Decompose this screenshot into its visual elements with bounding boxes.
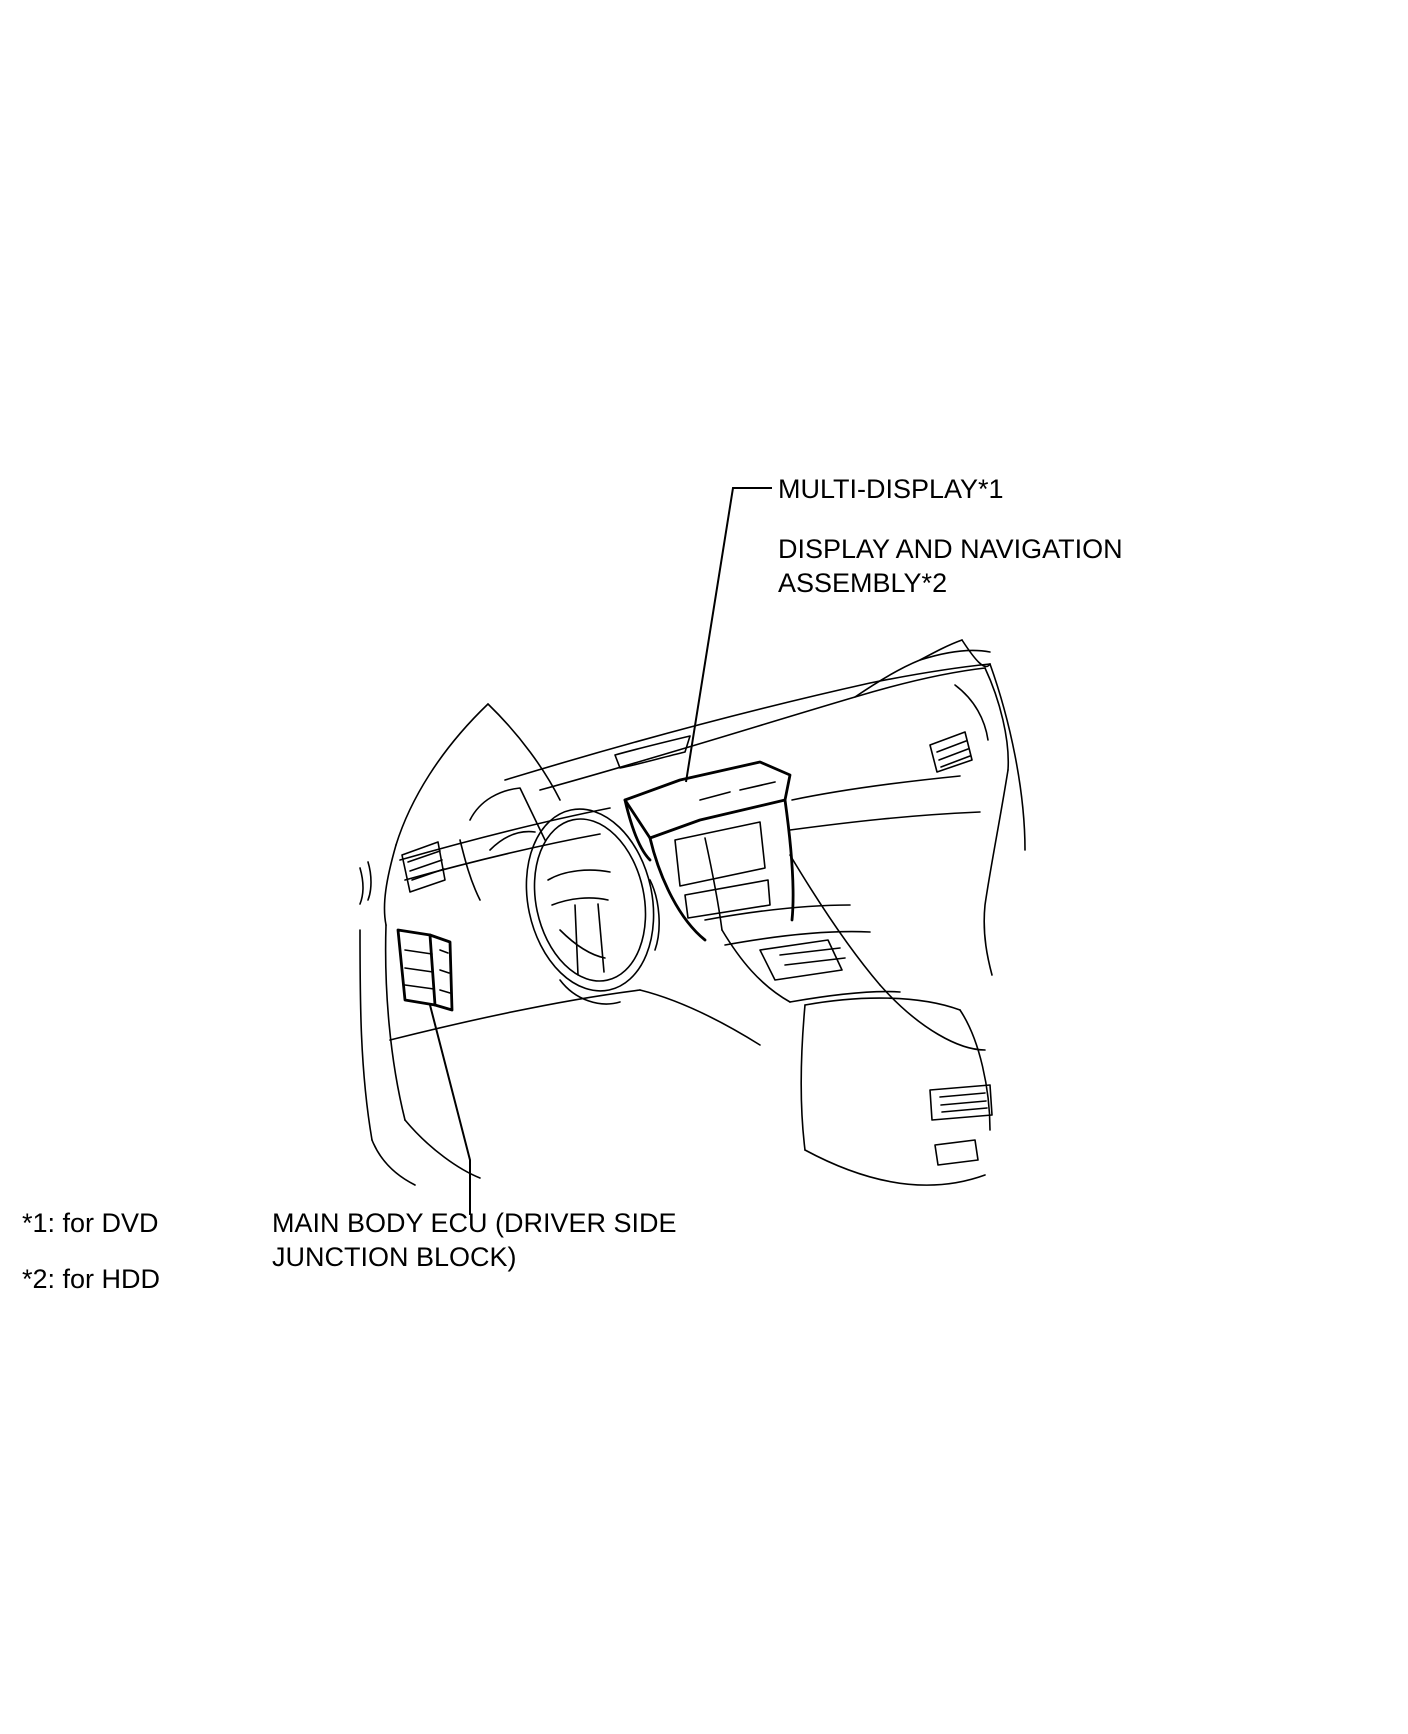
- instrument-cluster: [459, 787, 546, 901]
- footnote-dvd: *1: for DVD: [22, 1208, 159, 1238]
- main-body-ecu-unit: [396, 928, 454, 1012]
- rear-console: [800, 997, 993, 1186]
- callout-display-navigation-line1: DISPLAY AND NAVIGATION: [778, 534, 1123, 564]
- defroster-vent: [614, 735, 691, 769]
- callout-main-body-ecu-line2: JUNCTION BLOCK): [272, 1242, 517, 1272]
- dashboard-outline: [383, 639, 1026, 976]
- footnote-hdd: *2: for HDD: [22, 1264, 161, 1294]
- right-dash-vent: [929, 731, 973, 773]
- steering-wheel: [525, 808, 660, 1005]
- callout-display-navigation-line2: ASSEMBLY*2: [778, 568, 948, 598]
- lower-dash: [359, 775, 986, 1186]
- center-stack: [704, 837, 901, 1003]
- leader-main-body-ecu: [429, 1004, 471, 1215]
- callout-multi-display: MULTI-DISPLAY*1: [778, 474, 1004, 504]
- leader-multi-display: [685, 487, 772, 783]
- multi-display-unit: [623, 760, 795, 942]
- left-dash-vent: [359, 841, 446, 905]
- callout-main-body-ecu-line1: MAIN BODY ECU (DRIVER SIDE: [272, 1208, 677, 1238]
